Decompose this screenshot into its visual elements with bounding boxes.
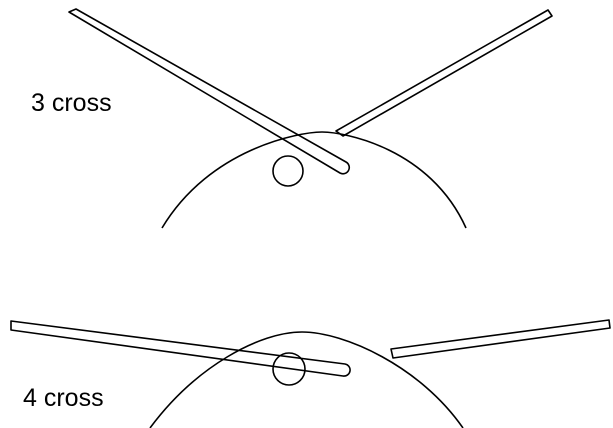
three-cross-spoke-hole — [273, 156, 303, 186]
four-cross-right-spoke — [391, 320, 610, 358]
three-cross-right-spoke — [336, 10, 552, 136]
four-cross-illustration: 4 cross — [11, 320, 610, 428]
three-cross-illustration: 3 cross — [31, 9, 552, 228]
four-cross-label: 4 cross — [23, 384, 104, 412]
three-cross-label: 3 cross — [31, 89, 112, 117]
three-cross-hub-arc — [162, 132, 466, 228]
